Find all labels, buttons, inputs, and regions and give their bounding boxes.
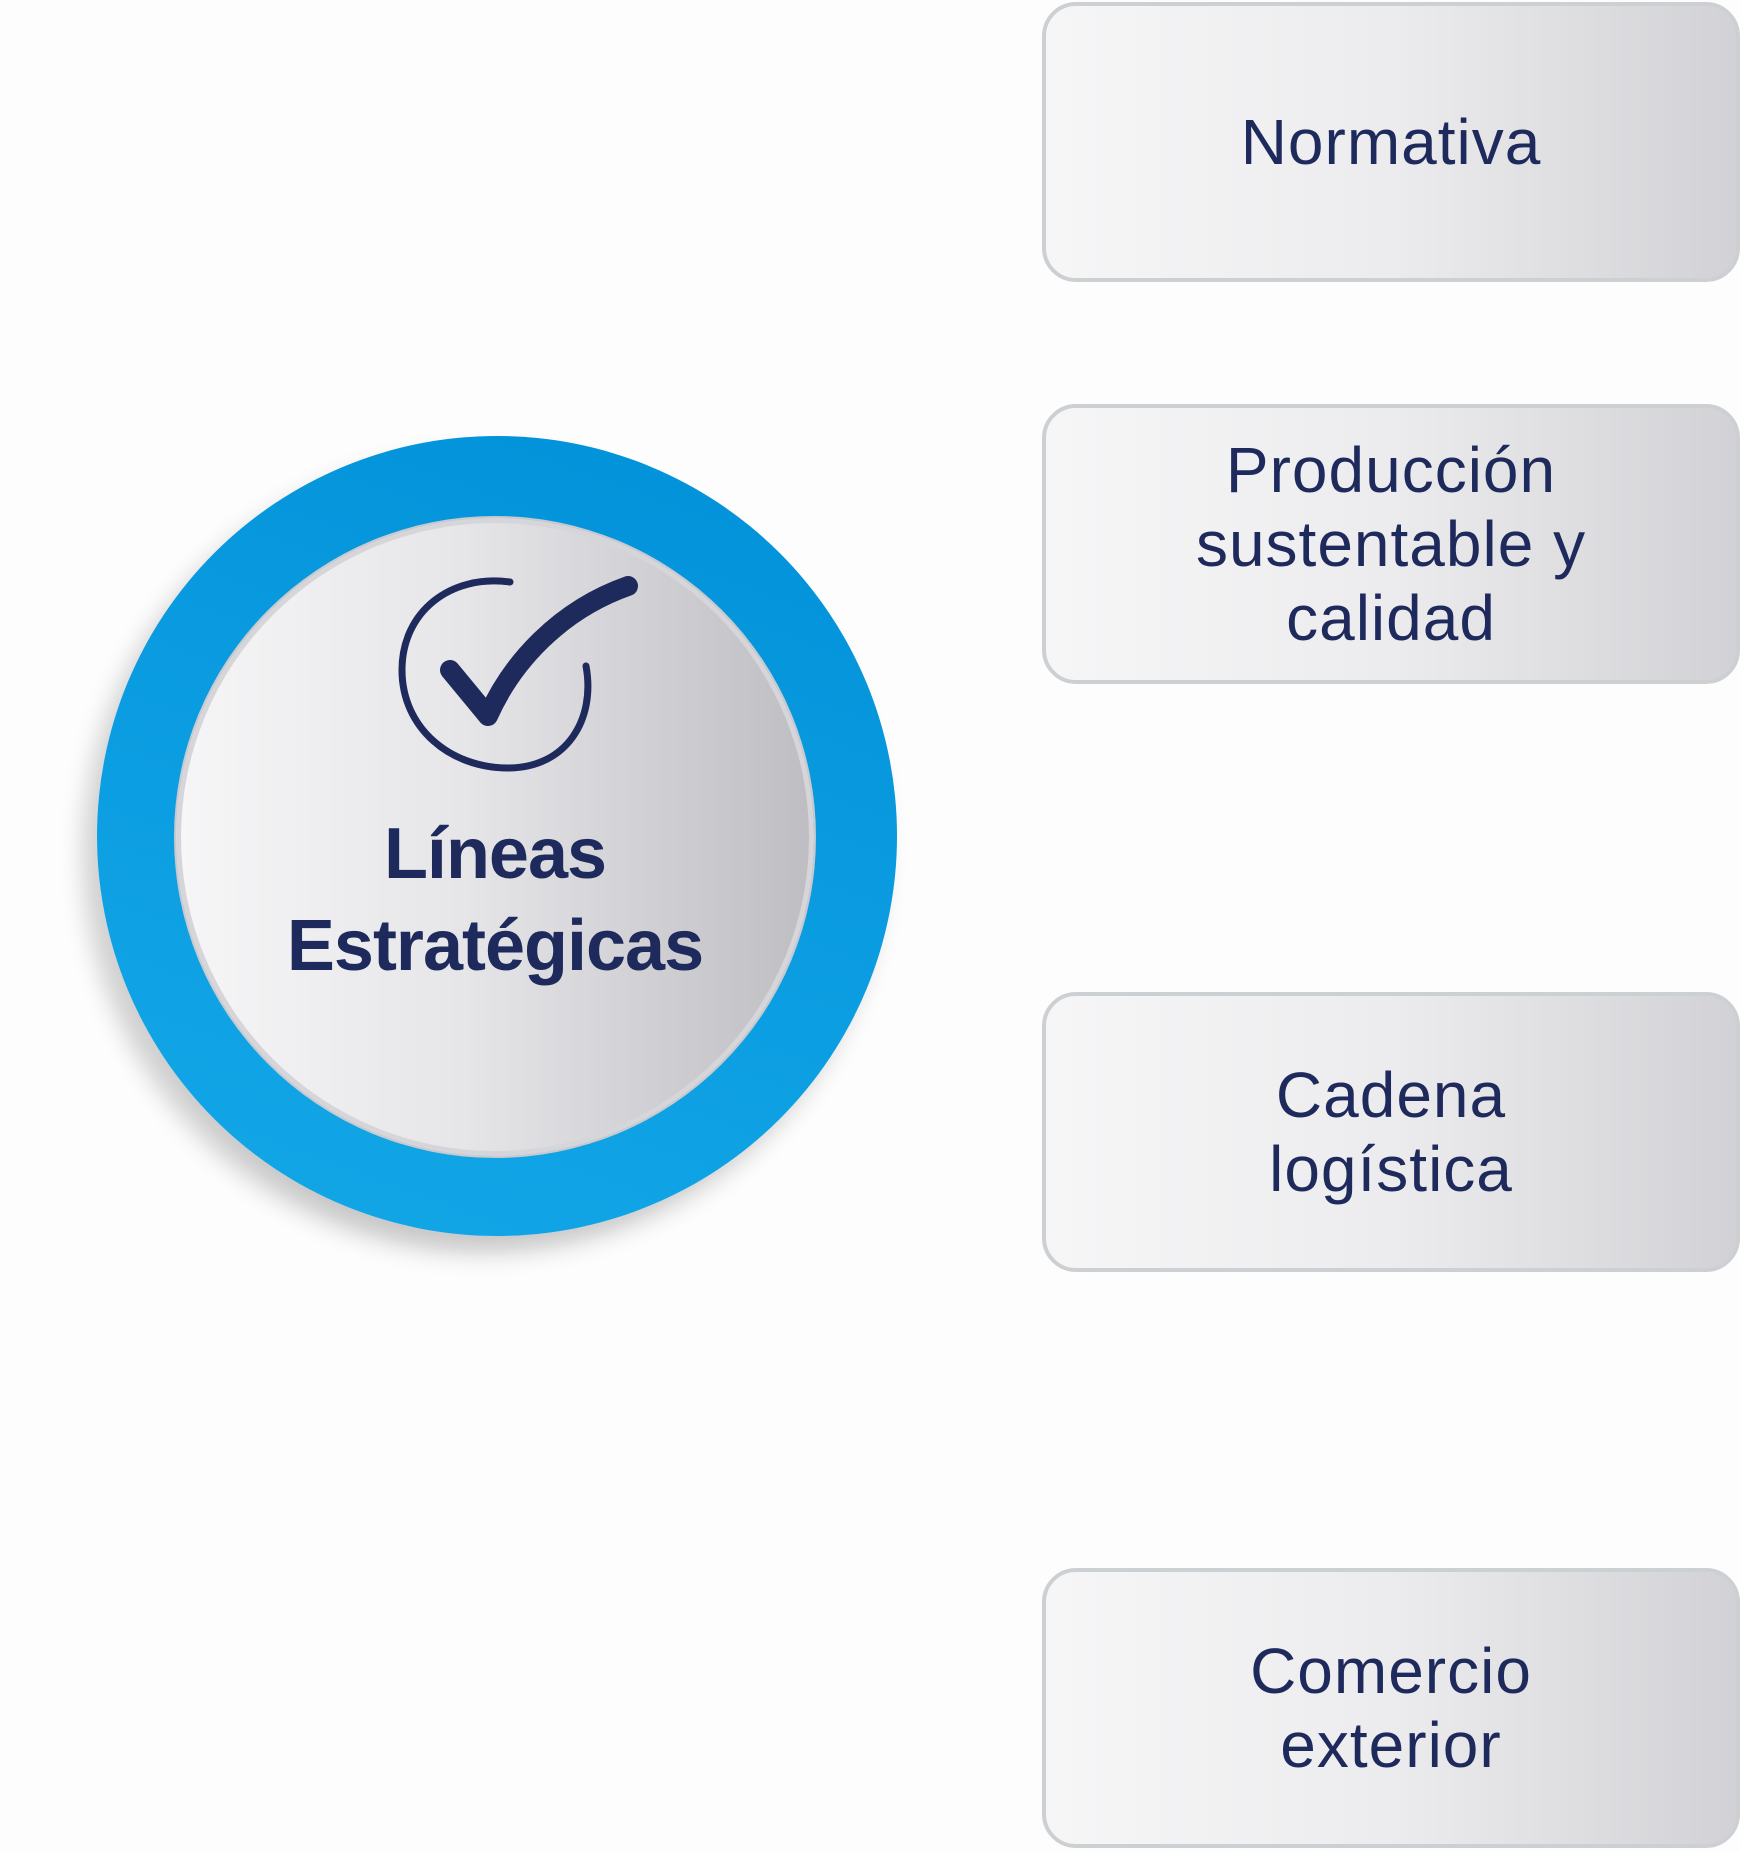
box-label-line: exterior [1280,1709,1502,1781]
badge-title-line-1: Líneas [383,814,607,894]
strategic-line-box-normativa: Normativa [1042,2,1740,282]
badge-title-line-2: Estratégicas [286,906,704,986]
box-label: Producción sustentable y calidad [1196,433,1586,655]
badge-disc [176,518,814,1156]
box-label-line: Producción [1225,434,1557,506]
box-label-line: Comercio [1250,1635,1532,1707]
strategic-line-box-produccion: Producción sustentable y calidad [1042,404,1740,684]
strategic-line-box-cadena: Cadena logística [1042,992,1740,1272]
box-label: Cadena logística [1269,1058,1513,1206]
box-label-line: Normativa [1240,106,1542,178]
box-label: Normativa [1241,105,1542,179]
badge-title: Líneas Estratégicas [176,808,814,992]
box-label-line: calidad [1286,582,1496,654]
check-circle-icon [398,576,638,772]
box-label: Comercio exterior [1250,1634,1532,1782]
box-label-line: Cadena [1275,1059,1507,1131]
box-label-line: logística [1269,1133,1513,1205]
strategic-line-box-comercio: Comercio exterior [1042,1568,1740,1848]
box-label-line: sustentable y [1195,508,1587,580]
